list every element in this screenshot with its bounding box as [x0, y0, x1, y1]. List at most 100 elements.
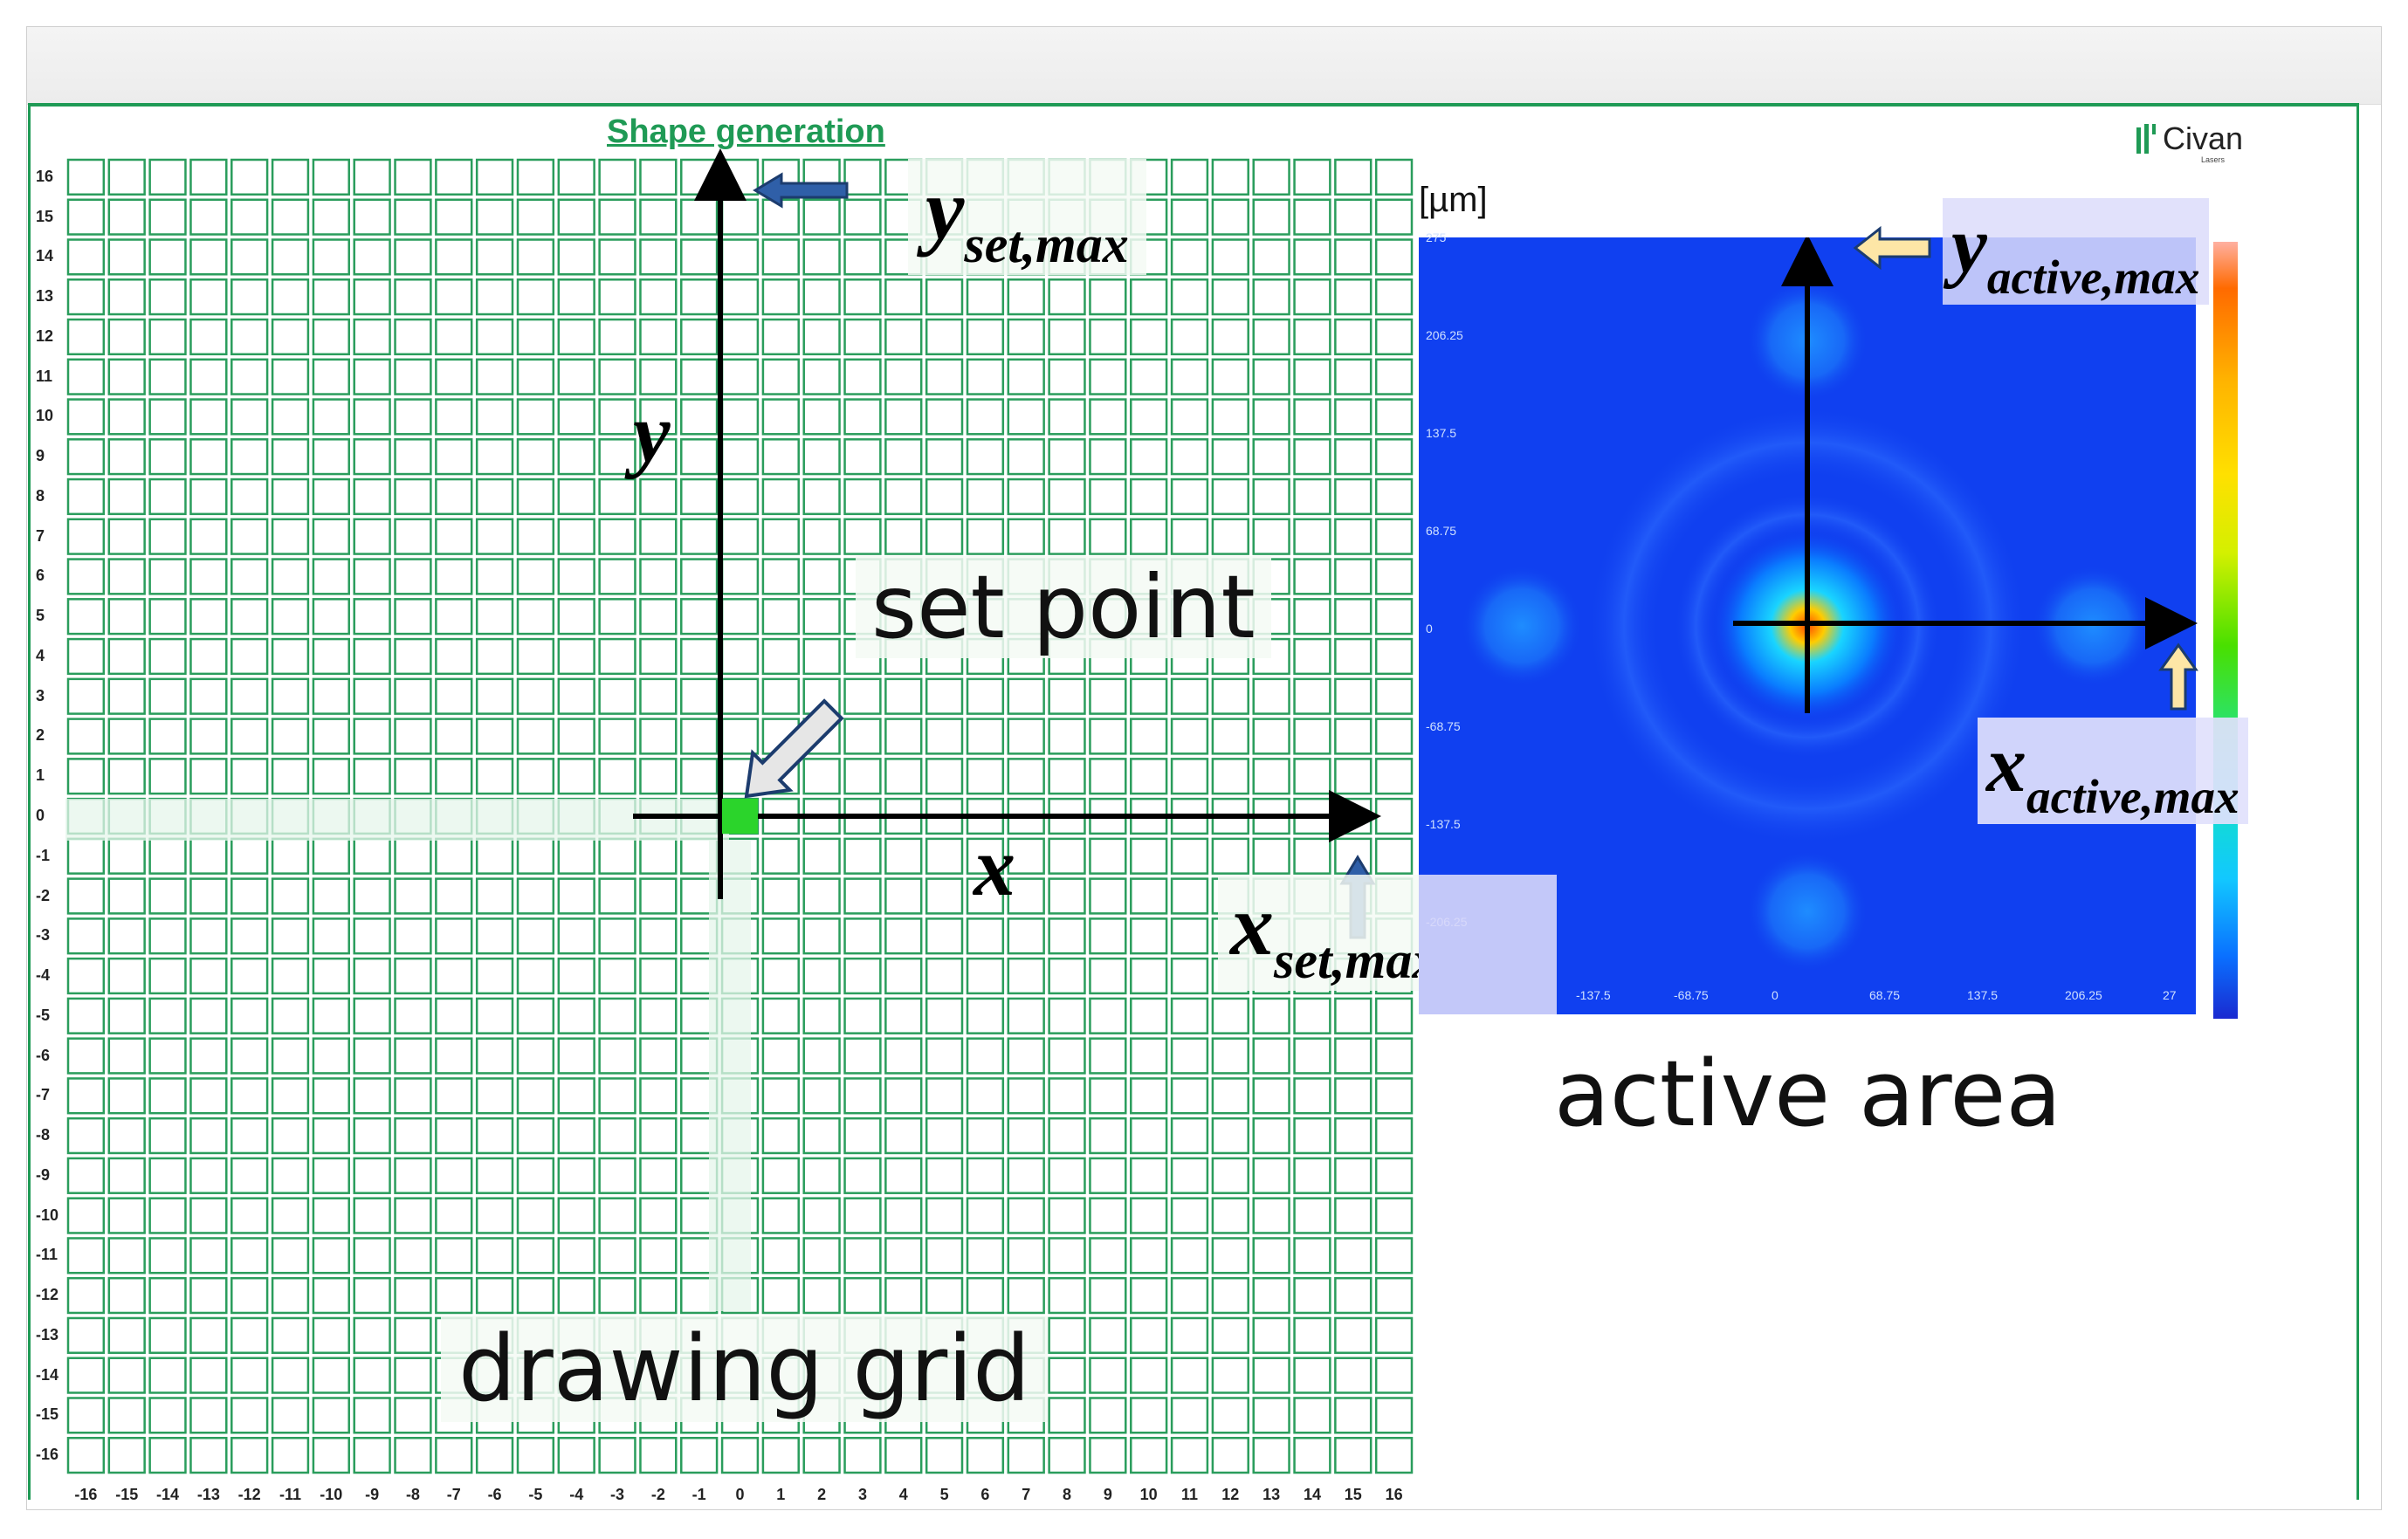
grid-cell[interactable] — [720, 398, 760, 436]
grid-cell[interactable] — [598, 1157, 636, 1194]
grid-cell[interactable] — [598, 478, 636, 516]
grid-cell[interactable] — [353, 758, 391, 795]
grid-cell[interactable] — [925, 1077, 964, 1115]
grid-cell[interactable] — [189, 398, 228, 436]
grid-cell[interactable] — [66, 1077, 106, 1115]
grid-cell[interactable] — [353, 1077, 391, 1115]
grid-cell[interactable] — [557, 278, 595, 316]
grid-cell[interactable] — [1252, 1237, 1290, 1274]
grid-cell[interactable] — [1007, 1436, 1045, 1474]
grid-cell[interactable] — [1089, 398, 1127, 436]
grid-cell[interactable] — [353, 318, 391, 356]
grid-cell[interactable] — [148, 438, 187, 476]
grid-cell[interactable] — [1007, 358, 1045, 395]
grid-cell[interactable] — [761, 1077, 800, 1115]
grid-cell[interactable] — [271, 238, 310, 276]
grid-cell[interactable] — [680, 398, 719, 436]
grid-cell[interactable] — [516, 518, 555, 555]
grid-cell[interactable] — [680, 478, 719, 516]
grid-cell[interactable] — [516, 198, 555, 236]
grid-cell[interactable] — [394, 1077, 432, 1115]
grid-cell[interactable] — [1252, 837, 1290, 875]
grid-cell[interactable] — [1334, 238, 1373, 276]
grid-cell[interactable] — [1170, 1357, 1209, 1394]
grid-cell[interactable] — [312, 598, 350, 636]
grid-cell[interactable] — [1089, 1397, 1127, 1434]
grid-cell[interactable] — [1089, 1436, 1127, 1474]
grid-cell[interactable] — [1130, 358, 1168, 395]
grid-cell[interactable] — [271, 1276, 310, 1315]
grid-cell[interactable] — [1089, 1357, 1127, 1394]
grid-cell[interactable] — [1211, 478, 1249, 516]
grid-cell[interactable] — [802, 1436, 841, 1474]
grid-cell[interactable] — [884, 677, 923, 715]
grid-cell[interactable] — [475, 997, 514, 1034]
grid-cell[interactable] — [1130, 278, 1168, 316]
grid-cell[interactable] — [516, 877, 555, 915]
grid-cell[interactable] — [1211, 158, 1249, 196]
grid-cell[interactable] — [639, 917, 678, 955]
grid-cell[interactable] — [680, 358, 719, 395]
grid-cell[interactable] — [1293, 1276, 1331, 1315]
grid-cell[interactable] — [353, 438, 391, 476]
grid-cell[interactable] — [230, 358, 269, 395]
grid-cell[interactable] — [312, 837, 350, 875]
grid-cell[interactable] — [843, 238, 882, 276]
grid-cell[interactable] — [353, 238, 391, 276]
grid-cell[interactable] — [1252, 318, 1290, 356]
grid-cell[interactable] — [761, 358, 800, 395]
grid-cell[interactable] — [1211, 438, 1249, 476]
grid-cell[interactable] — [394, 1436, 432, 1474]
grid-cell[interactable] — [312, 1157, 350, 1194]
grid-cell[interactable] — [1089, 1197, 1127, 1234]
grid-cell[interactable] — [107, 758, 146, 795]
grid-cell[interactable] — [966, 957, 1005, 995]
grid-cell[interactable] — [1130, 1237, 1168, 1274]
grid-cell[interactable] — [1334, 1037, 1373, 1075]
grid-cell[interactable] — [761, 1197, 800, 1234]
grid-cell[interactable] — [1334, 358, 1373, 395]
grid-cell[interactable] — [1170, 518, 1209, 555]
grid-cell[interactable] — [1293, 637, 1331, 676]
grid-cell[interactable] — [1130, 917, 1168, 955]
grid-cell[interactable] — [189, 1316, 228, 1354]
grid-cell[interactable] — [271, 558, 310, 595]
grid-cell[interactable] — [394, 877, 432, 915]
grid-cell[interactable] — [312, 997, 350, 1034]
grid-cell[interactable] — [271, 718, 310, 755]
grid-cell[interactable] — [1048, 718, 1086, 755]
grid-cell[interactable] — [557, 677, 595, 715]
grid-cell[interactable] — [1293, 558, 1331, 595]
grid-cell[interactable] — [516, 1157, 555, 1194]
grid-cell[interactable] — [1334, 198, 1373, 236]
grid-cell[interactable] — [1334, 158, 1373, 196]
grid-cell[interactable] — [353, 478, 391, 516]
grid-cell[interactable] — [1374, 1357, 1414, 1394]
grid-cell[interactable] — [1048, 1037, 1086, 1075]
grid-cell[interactable] — [271, 1197, 310, 1234]
grid-cell[interactable] — [189, 238, 228, 276]
grid-cell[interactable] — [1252, 1397, 1290, 1434]
grid-cell[interactable] — [189, 1357, 228, 1394]
grid-cell[interactable] — [66, 1237, 106, 1274]
grid-cell[interactable] — [1170, 1116, 1209, 1155]
grid-cell[interactable] — [1048, 1316, 1086, 1354]
grid-cell[interactable] — [312, 238, 350, 276]
grid-cell[interactable] — [435, 1276, 473, 1315]
grid-cell[interactable] — [189, 1077, 228, 1115]
grid-cell[interactable] — [148, 1316, 187, 1354]
grid-cell[interactable] — [66, 637, 106, 676]
grid-cell[interactable] — [353, 1276, 391, 1315]
grid-cell[interactable] — [925, 518, 964, 555]
grid-cell[interactable] — [1374, 158, 1414, 196]
grid-cell[interactable] — [271, 1157, 310, 1194]
grid-cell[interactable] — [475, 637, 514, 676]
grid-cell[interactable] — [925, 957, 964, 995]
grid-cell[interactable] — [475, 438, 514, 476]
grid-cell[interactable] — [884, 358, 923, 395]
grid-cell[interactable] — [312, 718, 350, 755]
grid-cell[interactable] — [353, 997, 391, 1034]
grid-cell[interactable] — [271, 1237, 310, 1274]
grid-cell[interactable] — [271, 677, 310, 715]
grid-cell[interactable] — [353, 198, 391, 236]
